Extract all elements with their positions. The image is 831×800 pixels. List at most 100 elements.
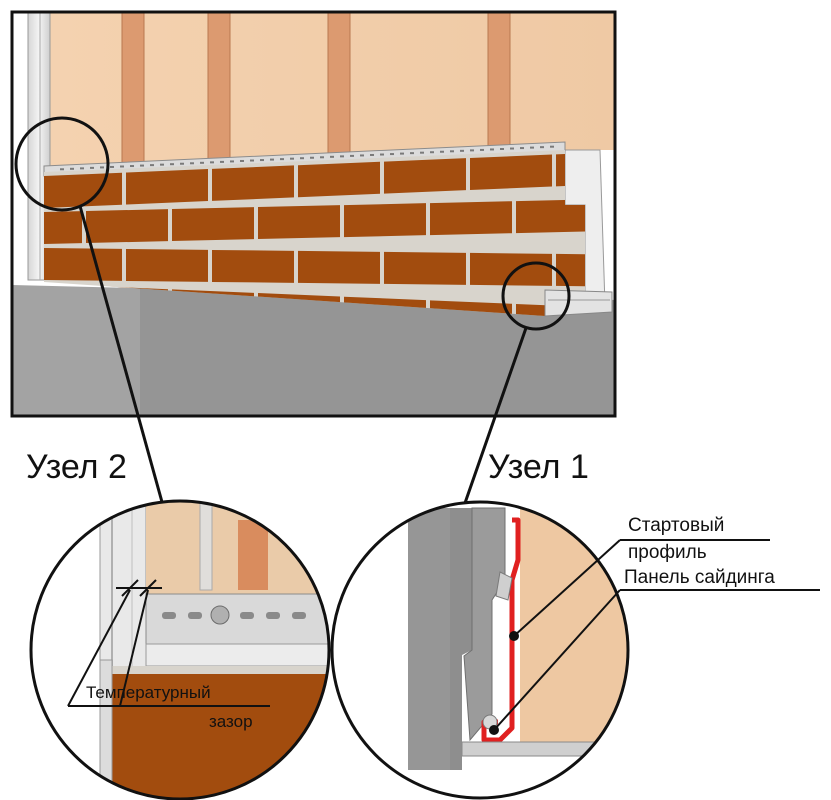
- brick: [44, 172, 122, 209]
- strip-hole: [70, 167, 74, 170]
- strip-hole: [240, 159, 244, 162]
- brick: [44, 211, 82, 246]
- strip-hole: [150, 164, 154, 167]
- strip-hole: [320, 156, 324, 159]
- node1-title: Узел 1: [488, 448, 589, 486]
- strip-hole: [540, 146, 544, 149]
- strip-hole: [250, 159, 254, 162]
- vertical-battens: [121, 12, 511, 173]
- slot: [266, 612, 280, 619]
- detail1-starter-profile: [481, 517, 521, 743]
- batten: [207, 12, 231, 169]
- strip-hole: [410, 152, 414, 155]
- brick: [384, 251, 466, 285]
- strip-hole: [220, 160, 224, 163]
- gap-leader: [67, 589, 131, 707]
- detail-node2-outline: [29, 499, 331, 800]
- strip-hole: [380, 153, 384, 156]
- node1-callout-leaders: [493, 539, 820, 731]
- strip-hole: [450, 150, 454, 153]
- strip-hole: [520, 147, 524, 150]
- strip-hole: [300, 157, 304, 160]
- panel-leader-dot: [489, 725, 499, 735]
- strip-hole: [200, 161, 204, 164]
- starter-profile-label-2: профиль: [628, 542, 707, 563]
- strip-hole: [180, 162, 184, 165]
- strip-hole: [140, 164, 144, 167]
- strip-hole: [120, 165, 124, 168]
- strip-hole: [550, 145, 554, 148]
- strip-hole: [460, 149, 464, 152]
- panel-leader: [493, 589, 621, 731]
- foundation-plinth: [140, 285, 615, 416]
- brick: [556, 253, 585, 287]
- starter-leader: [513, 539, 621, 637]
- brick: [430, 300, 512, 316]
- strip-hole: [470, 149, 474, 152]
- node2-title: Узел 2: [26, 448, 127, 486]
- detail2-mortar-top: [112, 666, 329, 674]
- strip-hole: [370, 153, 374, 156]
- brick: [344, 203, 426, 238]
- slot: [240, 612, 254, 619]
- strip-hole: [310, 156, 314, 159]
- strip-hole: [280, 158, 284, 161]
- strip-hole: [390, 153, 394, 156]
- bottom-starter-profile: [544, 289, 613, 317]
- strip-hole: [190, 162, 194, 165]
- strip-hole: [340, 155, 344, 158]
- strip-hole: [230, 160, 234, 163]
- strip-hole: [530, 146, 534, 149]
- strip-hole: [260, 159, 264, 162]
- gap-leader: [119, 589, 149, 707]
- brick: [126, 169, 208, 205]
- gap-label-line1: Температурный: [86, 683, 211, 702]
- batten: [121, 12, 145, 173]
- strip-hole: [270, 158, 274, 161]
- brick: [298, 250, 380, 284]
- brick: [298, 161, 380, 198]
- strip-holes: [60, 145, 554, 171]
- gap-label-line2: зазор: [209, 712, 253, 731]
- strip-hole: [210, 161, 214, 164]
- brick: [470, 252, 552, 286]
- strip-hole: [330, 155, 334, 158]
- brick-panels: [44, 150, 585, 316]
- brick-field: [44, 150, 585, 316]
- detail-node2: [31, 501, 329, 799]
- brick: [258, 205, 340, 240]
- node1-connector: [463, 327, 528, 504]
- detail2-batten: [199, 501, 213, 591]
- strip-hole: [400, 152, 404, 155]
- detail-node1-outline: [330, 500, 630, 800]
- strip-hole: [60, 168, 64, 171]
- detail2-strip-slots: [162, 605, 306, 625]
- detail2-starter-strip: [145, 593, 329, 645]
- main-view: [12, 12, 615, 416]
- siding-panel-label: Панель сайдинга: [624, 567, 775, 588]
- strip-hole: [430, 151, 434, 154]
- strip-hole: [480, 148, 484, 151]
- brick: [44, 247, 122, 281]
- detail1-foundation-face: [408, 508, 450, 770]
- slot: [188, 612, 202, 619]
- screw-head: [210, 605, 230, 625]
- gap-markers: [67, 579, 270, 707]
- brick: [430, 201, 512, 236]
- detail1-panel-lock: [495, 571, 513, 601]
- slot: [292, 612, 306, 619]
- brick: [212, 249, 294, 283]
- detail2-strip-lip: [145, 643, 329, 667]
- brick: [126, 248, 208, 282]
- strip-hole: [160, 163, 164, 166]
- brick: [86, 209, 168, 244]
- strip-hole: [490, 148, 494, 151]
- brick: [516, 199, 585, 234]
- strip-hole: [110, 165, 114, 168]
- starter-leader-dot: [509, 631, 519, 641]
- batten: [327, 12, 351, 165]
- detail-node1: [332, 502, 628, 798]
- brick: [470, 154, 552, 190]
- brick: [212, 165, 294, 201]
